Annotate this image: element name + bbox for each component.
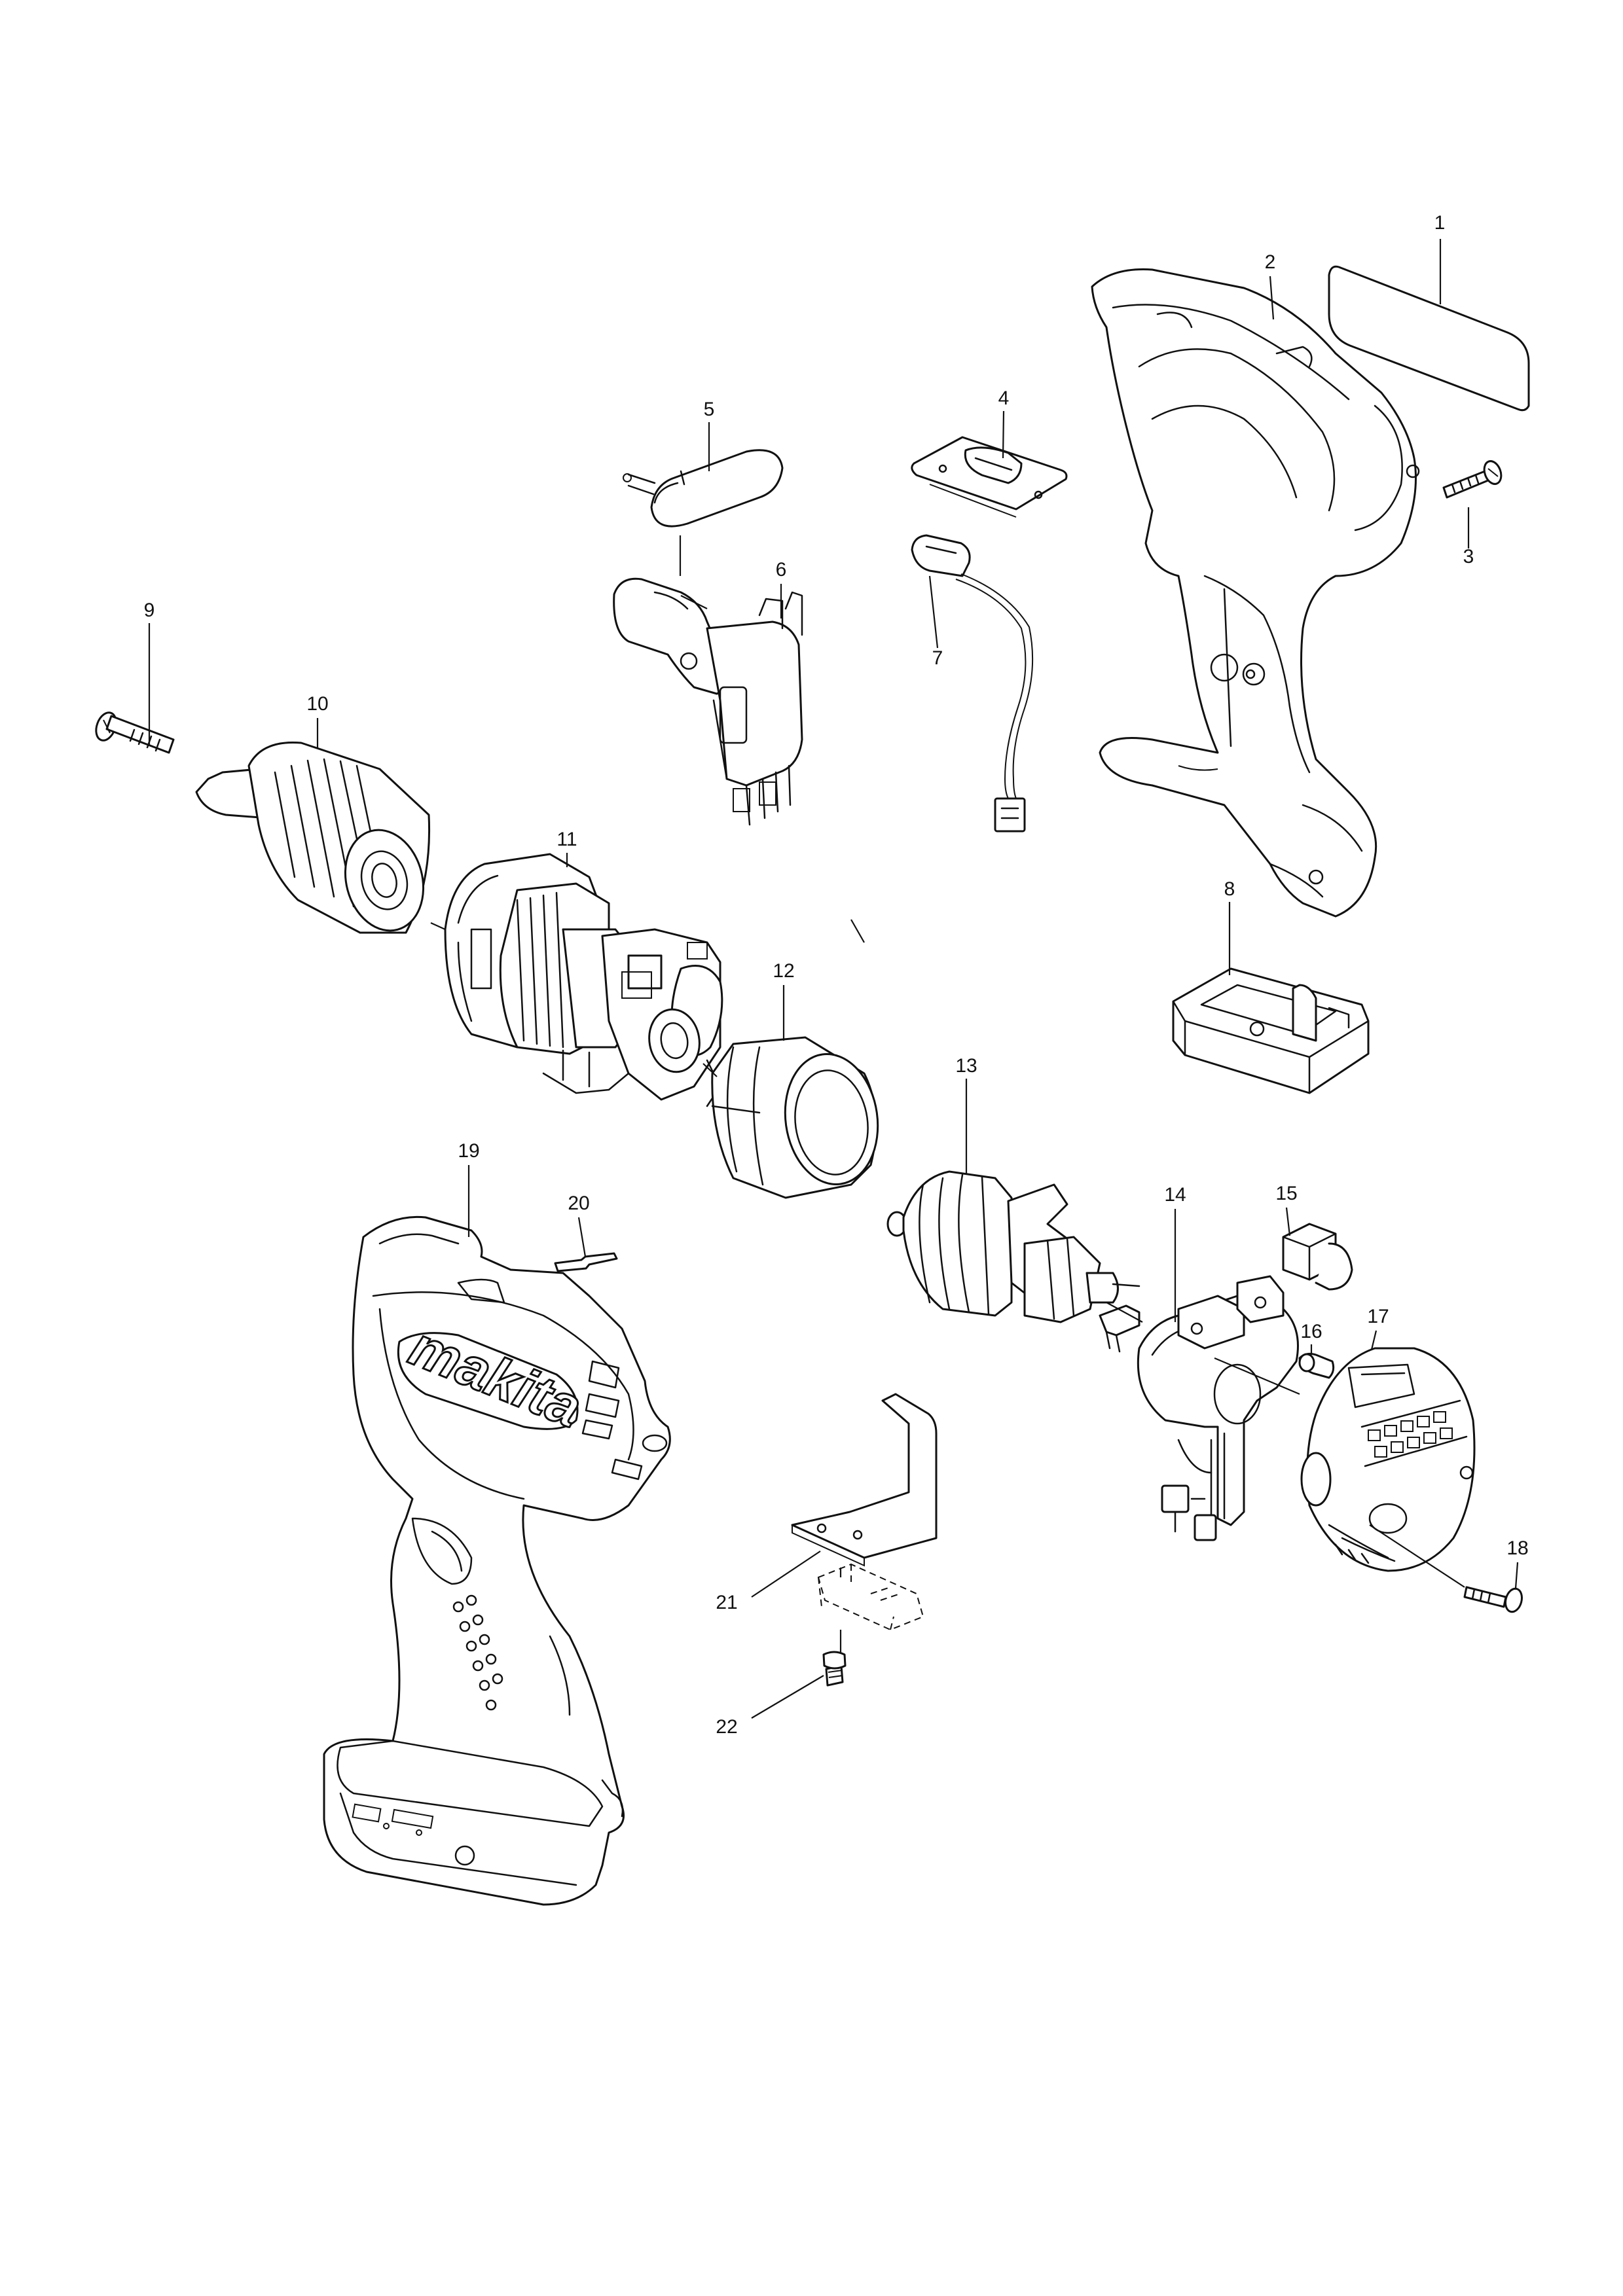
- callout-2: 2: [1265, 251, 1276, 273]
- part-13-armature: [886, 1170, 1140, 1323]
- part-12-yoke: [711, 1036, 879, 1199]
- callout-5: 5: [704, 399, 715, 420]
- part-2-housing-half: [1091, 268, 1420, 918]
- part-21-22-dashed-bracket: [817, 1563, 924, 1631]
- part-9-screw: [95, 711, 175, 754]
- callout-18: 18: [1506, 1537, 1528, 1559]
- part-17-rear-cover: [1300, 1347, 1476, 1572]
- callout-3: 3: [1463, 546, 1474, 567]
- callout-8: 8: [1224, 878, 1235, 900]
- callout-19: 19: [458, 1140, 479, 1162]
- callout-17: 17: [1367, 1306, 1389, 1327]
- part-21-hook: [791, 1393, 938, 1567]
- part-15-carbon-brush: [1282, 1223, 1353, 1291]
- callout-10: 10: [306, 693, 328, 715]
- part-14-spring-clip: [1099, 1304, 1140, 1353]
- part-4-switch-cover: [911, 436, 1068, 518]
- part-3-screw: [1442, 460, 1503, 499]
- part-6-trigger-switch: [613, 577, 803, 826]
- callout-labels: 1 2 3 4 5 6 7 8 9 10 11 12 13 14 15 16 1…: [144, 212, 1529, 1738]
- callout-20: 20: [568, 1193, 589, 1214]
- part-19-housing-set: makita: [323, 1215, 671, 1906]
- part-11-gear-assembly: [444, 853, 723, 1107]
- callout-12: 12: [773, 960, 794, 982]
- callout-9: 9: [144, 600, 155, 621]
- callout-7: 7: [932, 647, 943, 669]
- callout-21: 21: [716, 1592, 737, 1613]
- callout-6: 6: [776, 559, 787, 581]
- callout-4: 4: [998, 387, 1010, 409]
- part-8-controller: [1172, 967, 1370, 1094]
- callout-11: 11: [556, 829, 577, 850]
- part-10-drill-chuck: [195, 741, 431, 934]
- part-5-shift-lever: [623, 449, 784, 528]
- part-18-screw: [1463, 1586, 1523, 1613]
- part-22-screw: [822, 1651, 847, 1687]
- callout-22: 22: [716, 1716, 737, 1738]
- part-16-carbon-brush: [1298, 1352, 1335, 1379]
- callout-13: 13: [955, 1055, 977, 1077]
- callout-14: 14: [1164, 1184, 1186, 1206]
- callout-16: 16: [1300, 1321, 1322, 1342]
- part-20-name-plate: [554, 1252, 618, 1272]
- part-7-led-wire: [911, 534, 1034, 833]
- callout-15: 15: [1275, 1183, 1297, 1204]
- part-1-label-strip: [1328, 265, 1530, 412]
- leader-lines: [148, 239, 1519, 1719]
- callout-1: 1: [1434, 212, 1446, 234]
- part-14-brush-holder: [1137, 1275, 1299, 1541]
